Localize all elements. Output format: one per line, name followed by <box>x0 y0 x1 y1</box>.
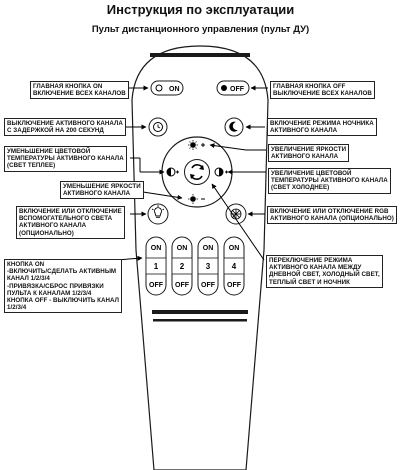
mode-button <box>184 159 210 185</box>
bright-down-icon <box>188 194 205 204</box>
bottom-bar-2 <box>153 319 247 322</box>
ch1-off: OFF <box>149 282 164 289</box>
on-dot-icon <box>155 84 163 92</box>
timer-icon <box>153 122 163 132</box>
main-off-button <box>216 80 250 96</box>
ch1-num: 1 <box>154 262 159 271</box>
moon-icon <box>229 121 238 132</box>
main-on-label: ON <box>169 86 180 93</box>
ch3-off: OFF <box>201 282 216 289</box>
top-bar <box>150 53 250 57</box>
ch2-off: OFF <box>175 282 190 289</box>
night-button <box>224 117 244 137</box>
ch1-on: ON <box>151 245 162 252</box>
bottom-bar <box>152 310 248 314</box>
ch4-off: OFF <box>227 282 242 289</box>
aux-button <box>147 203 169 225</box>
bright-up-icon <box>188 140 205 150</box>
ch4-on: ON <box>229 245 240 252</box>
ch2-on: ON <box>177 245 188 252</box>
ch2-num: 2 <box>180 262 185 271</box>
warm-icon <box>166 167 179 177</box>
main-off-label: OFF <box>230 86 245 93</box>
ch3-on: ON <box>203 245 214 252</box>
bulb-icon <box>154 207 162 217</box>
channel-keys: ON 1 OFF ON 2 OFF ON 3 OFF ON 4 OFF <box>145 236 245 296</box>
ch4-num: 4 <box>232 262 237 271</box>
ch3-num: 3 <box>206 262 211 271</box>
page-subtitle: Пульт дистанционного управления (пульт Д… <box>91 24 310 35</box>
page-title: Инструкция по эксплуатации <box>106 2 295 17</box>
off-dot-icon <box>221 85 227 91</box>
